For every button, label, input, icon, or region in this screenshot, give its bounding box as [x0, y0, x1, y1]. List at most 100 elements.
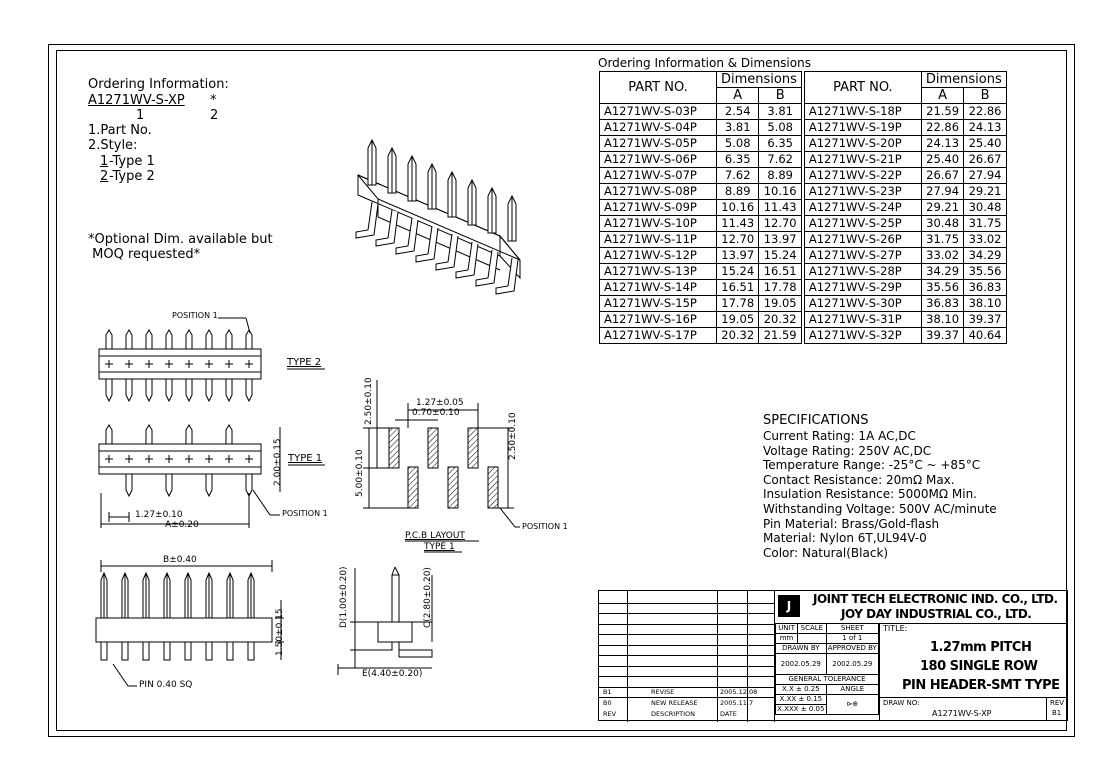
pin-top — [185, 424, 193, 445]
tolerance-1: X.X ± 0.25 — [775, 684, 827, 695]
part-no-cell: A1271WV-S-07P — [599, 167, 717, 184]
unit-label: UNIT — [774, 623, 799, 634]
iso-pin-foot — [475, 249, 499, 287]
pin-bottom — [165, 473, 173, 498]
dim-b-cell: 36.83 — [963, 279, 1007, 296]
iso-pin-foot — [395, 217, 419, 255]
type2-top-view — [98, 317, 325, 403]
part-no-cell: A1271WV-S-17P — [599, 327, 717, 344]
approved-date: 2002.05.29 — [825, 653, 880, 675]
drawno-label: DRAW NO: — [883, 699, 920, 707]
front-pin-tail — [100, 641, 108, 661]
part-no-cell: A1271WV-S-14P — [599, 279, 717, 296]
dim-a-cell: 25.40 — [920, 151, 965, 168]
scale-label: SCALE — [797, 623, 827, 634]
dim-a-cell: 15.24 — [715, 263, 760, 280]
front-pin-tail — [184, 641, 192, 661]
angle-label: ANGLE — [825, 684, 880, 695]
ordering-code-star: * — [210, 93, 217, 108]
drawno-value: A1271WV-S-XP — [932, 709, 992, 718]
front-view — [95, 560, 284, 687]
pin-top — [225, 424, 233, 445]
ordering-index-1: 1 — [136, 108, 145, 123]
table-title: Ordering Information & Dimensions — [598, 56, 811, 70]
approved-label: APPROVED BY — [825, 643, 880, 654]
pin-bottom — [205, 378, 213, 403]
pcb-layout — [363, 380, 520, 553]
dim-b-cell: 40.64 — [963, 327, 1007, 344]
rev-date: 2005.12.08 — [720, 688, 758, 696]
front-pin-tail — [205, 641, 213, 661]
pin-bottom — [145, 378, 153, 403]
dim-a-cell: 36.83 — [920, 295, 965, 312]
iso-pin-foot — [455, 241, 479, 279]
specs-title: SPECIFICATIONS — [763, 413, 869, 428]
rev-description: REVISE — [651, 688, 675, 696]
pin-top — [105, 329, 113, 350]
rev-description: NEW RELEASE — [651, 699, 698, 707]
dim-b-cell: 11.43 — [758, 199, 802, 216]
sheet-value: 1 of 1 — [825, 633, 880, 644]
style1-text: -Type 1 — [109, 154, 155, 169]
spec-line: Current Rating: 1A AC,DC — [763, 429, 916, 443]
spec-line: Color: Natural(Black) — [763, 545, 889, 560]
part-no-cell: A1271WV-S-32P — [803, 327, 922, 344]
front-pin-top — [163, 571, 171, 619]
pin-top — [205, 329, 213, 350]
tolerance-label: GENERAL TOLERANCE — [775, 674, 879, 685]
part-no-cell: A1271WV-S-21P — [803, 151, 922, 168]
dim-b-cell: 17.78 — [758, 279, 802, 296]
spec-line: Withstanding Voltage: 500V AC/minute — [763, 502, 997, 516]
pin-top — [105, 424, 113, 445]
pin-top — [145, 329, 153, 350]
title-block: J JOINT TECH ELECTRONIC IND. CO., LTD. J… — [598, 590, 1068, 722]
iso-pin-foot — [435, 233, 459, 271]
dim-b-cell: 21.59 — [758, 327, 802, 344]
ordering-item-style: 2.Style: — [88, 138, 138, 153]
side-view — [337, 566, 433, 675]
pcb-dim-250-left: 2.50±0.10 — [364, 377, 374, 425]
rev-value: B1 — [1052, 709, 1062, 717]
front-pin-top — [226, 571, 234, 619]
dim-a-cell: 33.02 — [920, 247, 965, 264]
dim-200: 2.00±0.15 — [273, 438, 283, 486]
dim-b-cell: 19.05 — [758, 295, 802, 312]
rev-label: REV — [1050, 699, 1065, 707]
dim-a-cell: 27.94 — [920, 183, 965, 200]
pcb-dim-pitch: 1.27±0.05 — [416, 398, 464, 408]
front-pin-tail — [142, 641, 150, 661]
optional-note-1: *Optional Dim. available but — [88, 232, 273, 247]
part-no-cell: A1271WV-S-04P — [599, 119, 717, 136]
iso-pin-foot — [495, 257, 519, 295]
front-pin-tail — [247, 641, 255, 661]
pin-top — [165, 329, 173, 350]
pin-bottom — [245, 378, 253, 403]
part-no-cell: A1271WV-S-20P — [803, 135, 922, 152]
rev-code: B1 — [603, 688, 612, 696]
spec-line: Pin Material: Brass/Gold-flash — [763, 516, 940, 531]
dim-a-cell: 30.48 — [920, 215, 965, 232]
label-position1-top: POSITION 1 — [172, 311, 218, 320]
company-logo: J — [778, 595, 800, 617]
label-pin-sq: PIN 0.40 SQ — [139, 680, 193, 690]
iso-pin-foot — [355, 201, 379, 239]
sheet-label: SHEET — [825, 623, 880, 634]
col-dim-right: Dimensions — [920, 71, 1007, 88]
pcb-layout-title: P.C.B LAYOUT — [405, 531, 465, 541]
dim-b-cell: 34.29 — [963, 247, 1007, 264]
pin-bottom — [225, 378, 233, 403]
ordering-item-part: 1.Part No. — [88, 123, 152, 138]
rev-description: DESCRIPTION — [651, 710, 695, 718]
dim-150: 1.50±0.15 — [275, 608, 285, 656]
dim-a-cell: 3.81 — [715, 119, 760, 136]
rev-date: DATE — [720, 710, 737, 718]
drawing-inner-border — [56, 50, 1067, 731]
front-pin-tail — [163, 641, 171, 661]
